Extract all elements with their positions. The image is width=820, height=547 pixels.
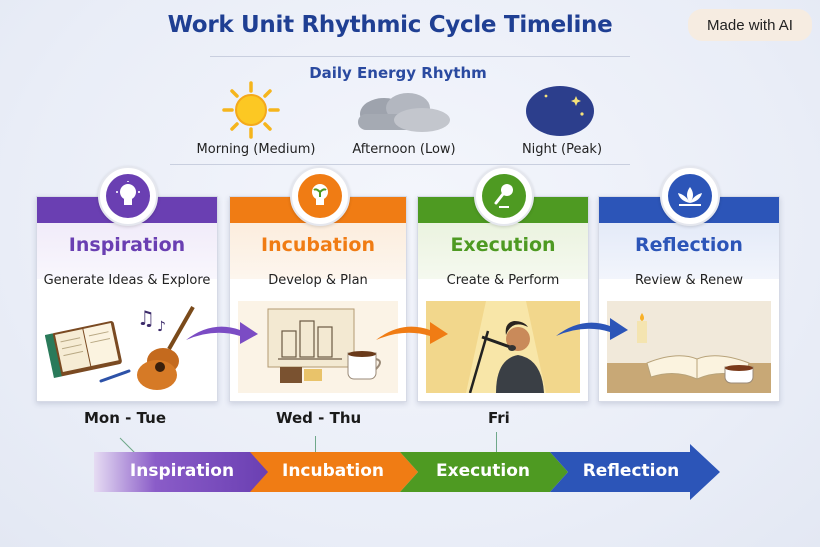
svg-text:♫: ♫	[137, 306, 155, 330]
timeline-label-inspiration: Inspiration	[129, 461, 235, 481]
energy-label-night: Night (Peak)	[521, 142, 603, 157]
flow-arrow-icon	[186, 322, 258, 344]
timeline-label-execution: Execution	[435, 461, 531, 481]
divider	[170, 164, 630, 165]
timeline-label-incubation: Incubation	[282, 461, 384, 481]
stage-subtitle: Develop & Plan	[268, 273, 368, 288]
lightbulb-icon	[98, 166, 158, 226]
timeline-label-reflection: Reflection	[582, 461, 680, 481]
stage-title: Inspiration	[68, 234, 186, 256]
microphone-icon	[474, 166, 534, 226]
connector-line	[496, 432, 497, 452]
stage-subtitle: Review & Renew	[634, 273, 744, 288]
sprouting-bulb-icon	[290, 166, 350, 226]
timeline-arrow	[94, 444, 720, 500]
day-label-mon-tue: Mon - Tue	[84, 409, 167, 427]
stage-card-incubation: Incubation Develop & Plan	[229, 196, 407, 402]
svg-text:♪: ♪	[157, 319, 166, 335]
made-with-ai-badge: Made with AI	[688, 9, 812, 41]
moon-icon	[526, 86, 594, 136]
stage-card-execution: Execution Create & Perform	[417, 196, 589, 402]
stage-card-inspiration: Inspiration Generate Ideas & Explore ♫ ♪	[36, 196, 218, 402]
energy-rhythm-title: Daily Energy Rhythm	[309, 64, 487, 82]
cloud-icon	[358, 93, 450, 132]
stage-title: Incubation	[261, 234, 375, 256]
stage-subtitle: Create & Perform	[446, 273, 560, 288]
stage-subtitle: Generate Ideas & Explore	[43, 273, 211, 288]
energy-label-morning: Morning (Medium)	[196, 142, 316, 157]
energy-label-afternoon: Afternoon (Low)	[352, 142, 456, 157]
lotus-icon	[660, 166, 720, 226]
sketch-coffee-illustration	[238, 301, 398, 393]
flow-arrow-icon	[556, 318, 628, 340]
flow-arrow-icon	[376, 322, 448, 344]
notebook-guitar-illustration: ♫ ♪	[45, 306, 195, 390]
stage-title: Execution	[450, 234, 556, 256]
divider	[210, 56, 630, 57]
performer-illustration	[426, 301, 580, 393]
page-title: Work Unit Rhythmic Cycle Timeline	[167, 12, 613, 38]
day-label-fri: Fri	[488, 409, 510, 427]
connector-line	[119, 437, 137, 455]
stage-card-reflection: Reflection Review & Renew	[598, 196, 780, 402]
stage-title: Reflection	[635, 234, 743, 256]
book-tea-illustration	[607, 301, 771, 393]
sun-icon	[222, 81, 280, 139]
connector-line	[315, 436, 316, 454]
day-label-wed-thu: Wed - Thu	[276, 409, 362, 427]
